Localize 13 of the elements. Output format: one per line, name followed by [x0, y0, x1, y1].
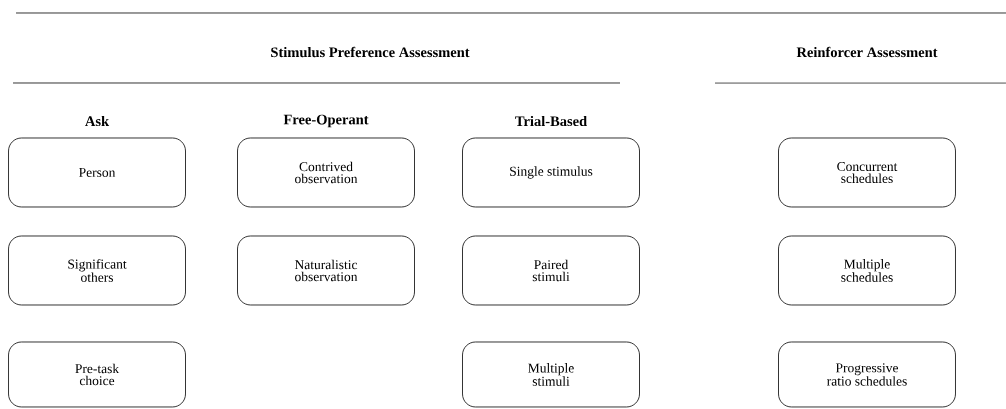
option-box: Person [8, 137, 186, 208]
section-heading: Reinforcer Assessment [796, 46, 938, 58]
option-box: Multiple stimuli [462, 341, 640, 408]
option-box: Naturalistic observation [237, 235, 415, 306]
option-box: Progressive ratio schedules [778, 341, 956, 408]
option-box: Single stimulus [462, 137, 640, 208]
option-box: Significant others [8, 235, 186, 306]
section-heading: Stimulus Preference Assessment [271, 46, 470, 58]
option-box: Concurrent schedules [778, 137, 956, 208]
option-box: Multiple schedules [778, 235, 956, 306]
option-box: Paired stimuli [462, 235, 640, 306]
option-box: Pre-task choice [8, 341, 186, 408]
option-box: Contrived observation [237, 137, 415, 208]
